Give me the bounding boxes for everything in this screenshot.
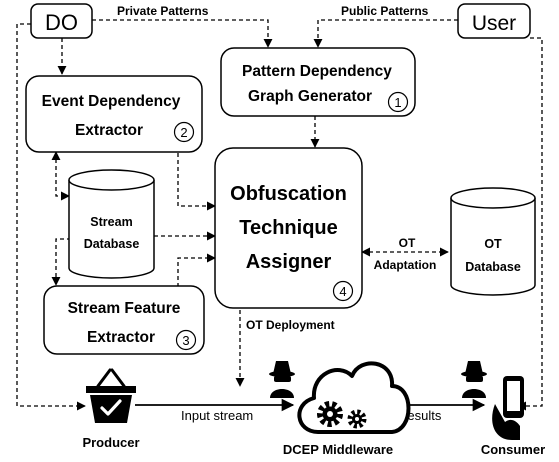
- do-label: DO: [45, 10, 78, 35]
- event-extractor-line1: Event Dependency: [42, 93, 181, 110]
- ot-adaptation-label-2: Adaptation: [374, 258, 437, 272]
- edge-private-patterns: [92, 19, 273, 48]
- assigner-line1: Obfuscation: [230, 183, 347, 205]
- ot-adaptation-label-1: OT: [399, 236, 416, 250]
- edge-do-to-producer: [16, 23, 86, 411]
- edge-event-to-assigner: [177, 153, 216, 211]
- consumer-label: Consumer: [481, 442, 545, 457]
- user-label: User: [472, 12, 516, 35]
- feature-extractor-line2: Extractor: [87, 329, 155, 346]
- feature-extractor-box: Stream Feature Extractor 3: [43, 285, 205, 355]
- producer-label: Producer: [82, 435, 139, 450]
- stream-db-line1: Stream: [90, 215, 132, 229]
- pattern-generator-box: Pattern Dependency Graph Generator 1: [220, 47, 416, 117]
- event-extractor-box: Event Dependency Extractor 2: [25, 75, 203, 153]
- phone-icon: [492, 376, 524, 440]
- pattern-generator-number: 1: [394, 95, 401, 110]
- gears-icon: [317, 401, 367, 429]
- pattern-generator-line2: Graph Generator: [248, 88, 372, 105]
- basket-icon: [86, 368, 136, 423]
- do-actor: DO: [30, 3, 93, 39]
- edge-public-patterns: [313, 19, 458, 48]
- assigner-number: 4: [339, 284, 346, 299]
- ot-deployment-label: OT Deployment: [246, 318, 335, 332]
- feature-extractor-line1: Stream Feature: [68, 300, 181, 317]
- assigner-box: Obfuscation Technique Assigner 4: [214, 147, 363, 309]
- ot-db-line1: OT: [484, 237, 502, 251]
- assigner-line3: Assigner: [246, 251, 332, 273]
- spy-icon-consumer: [461, 361, 487, 398]
- feature-extractor-number: 3: [182, 333, 189, 348]
- edge-event-streamdb: [51, 151, 70, 201]
- ot-db-line2: Database: [465, 260, 521, 274]
- user-actor: User: [457, 3, 531, 39]
- ot-database: OT Database: [450, 187, 536, 296]
- edge-feature-to-assigner: [177, 253, 216, 287]
- private-patterns-label: Private Patterns: [117, 4, 209, 18]
- spy-icon: [269, 361, 295, 398]
- event-extractor-number: 2: [180, 125, 187, 140]
- assigner-line2: Technique: [239, 217, 338, 239]
- public-patterns-label: Public Patterns: [341, 4, 429, 18]
- connectors: [16, 19, 543, 411]
- edge-user-to-consumer: [517, 37, 543, 411]
- pattern-generator-line1: Pattern Dependency: [242, 63, 392, 80]
- middleware-label: DCEP Middleware: [283, 442, 393, 457]
- input-stream-label: Input stream: [181, 408, 253, 423]
- stream-database: Stream Database: [68, 169, 155, 279]
- stream-db-line2: Database: [84, 237, 140, 251]
- event-extractor-line2: Extractor: [75, 122, 143, 139]
